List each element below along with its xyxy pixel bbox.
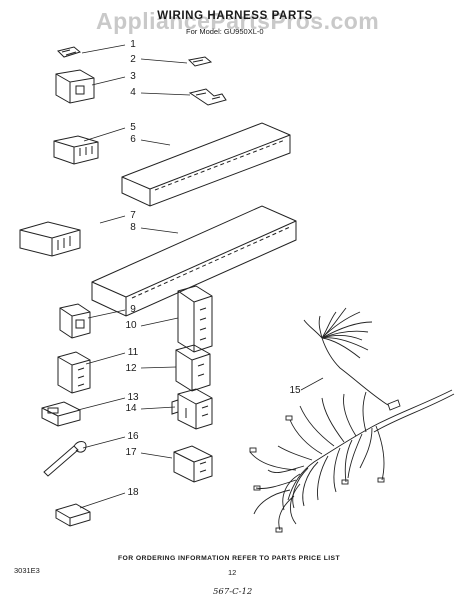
- part-4-terminal: [188, 88, 227, 106]
- callout-15: 15: [289, 385, 301, 396]
- part-2-terminal: [187, 56, 213, 67]
- callout-6: 6: [130, 134, 136, 145]
- model-number: For Model: GU950XL-0: [186, 27, 264, 36]
- page-number: 12: [228, 568, 237, 577]
- callout-1: 1: [130, 39, 136, 50]
- part-18-plug: [55, 503, 91, 527]
- ordering-instruction: FOR ORDERING INFORMATION REFER TO PARTS …: [118, 555, 341, 562]
- callout-17: 17: [125, 447, 137, 458]
- callout-7: 7: [130, 210, 136, 221]
- callout-18: 18: [127, 487, 139, 498]
- handwritten-note: 567-C-12: [213, 587, 253, 597]
- part-5-connector: [53, 135, 99, 165]
- part-8-connector-block: [91, 205, 297, 317]
- part-17-connector: [173, 445, 213, 483]
- callout-10: 10: [125, 320, 137, 331]
- part-6-connector-block: [121, 122, 291, 207]
- part-7-connector: [19, 221, 81, 257]
- part-16-cable-tie: [43, 441, 87, 477]
- part-1-terminal: [57, 46, 82, 58]
- part-13-plug: [41, 401, 81, 427]
- part-10-connector: [177, 285, 213, 353]
- part-9-connector: [59, 303, 91, 339]
- watermark: AppliancePartsPros.com: [96, 8, 380, 34]
- callout-3: 3: [130, 71, 136, 82]
- callout-2: 2: [130, 54, 136, 65]
- callout-11: 11: [127, 347, 139, 358]
- part-11-connector: [57, 351, 91, 394]
- callout-9: 9: [130, 304, 136, 315]
- callout-8: 8: [130, 222, 136, 233]
- leader-lines: [77, 44, 324, 509]
- callout-5: 5: [130, 122, 136, 133]
- callout-14: 14: [125, 403, 137, 414]
- part-3-connector: [55, 69, 95, 104]
- callout-13: 13: [127, 392, 139, 403]
- part-14-connector: [171, 388, 213, 430]
- document-code: 3031E3: [14, 566, 40, 575]
- callout-12: 12: [125, 363, 137, 374]
- part-15-wiring-harness: [249, 307, 455, 533]
- callout-16: 16: [127, 431, 139, 442]
- page-title: WIRING HARNESS PARTS: [157, 10, 313, 22]
- callout-4: 4: [130, 87, 136, 98]
- part-12-connector: [175, 344, 211, 392]
